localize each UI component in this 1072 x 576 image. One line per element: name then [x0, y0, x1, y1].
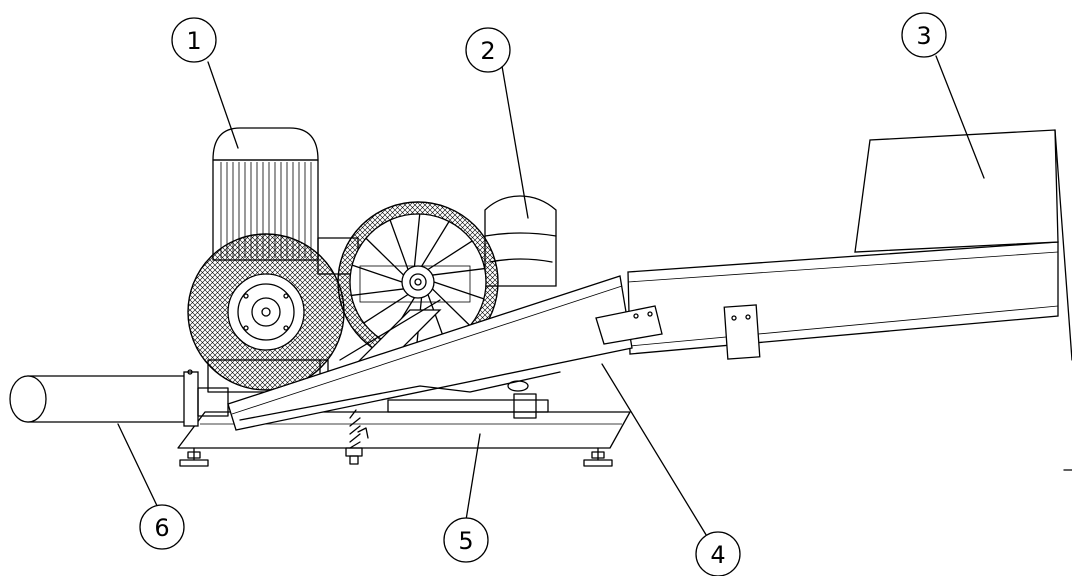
svg-text:6: 6	[154, 514, 169, 542]
svg-text:4: 4	[710, 541, 725, 569]
callout-5: 5	[443, 517, 489, 563]
svg-text:5: 5	[458, 527, 473, 555]
conveyor-arm	[627, 129, 1072, 471]
outlet-pipe	[9, 369, 229, 427]
callout-1: 1	[171, 17, 217, 63]
svg-text:3: 3	[916, 22, 931, 50]
support-block	[513, 393, 537, 419]
svg-text:1: 1	[186, 27, 201, 55]
spoked-wheel	[337, 201, 499, 363]
callout-3: 3	[901, 12, 947, 58]
base-frame	[177, 380, 631, 467]
svg-text:2: 2	[480, 37, 495, 65]
leveling-foot-left	[179, 447, 209, 467]
leader-lines	[117, 55, 985, 539]
callout-2: 2	[465, 27, 511, 73]
spring-mount	[345, 409, 369, 465]
chute	[227, 275, 663, 431]
motor-pulley	[187, 233, 345, 391]
callout-6: 6	[139, 504, 185, 550]
secondary-drive	[484, 195, 557, 287]
callout-4: 4	[695, 531, 741, 576]
leveling-foot-right	[583, 447, 613, 467]
